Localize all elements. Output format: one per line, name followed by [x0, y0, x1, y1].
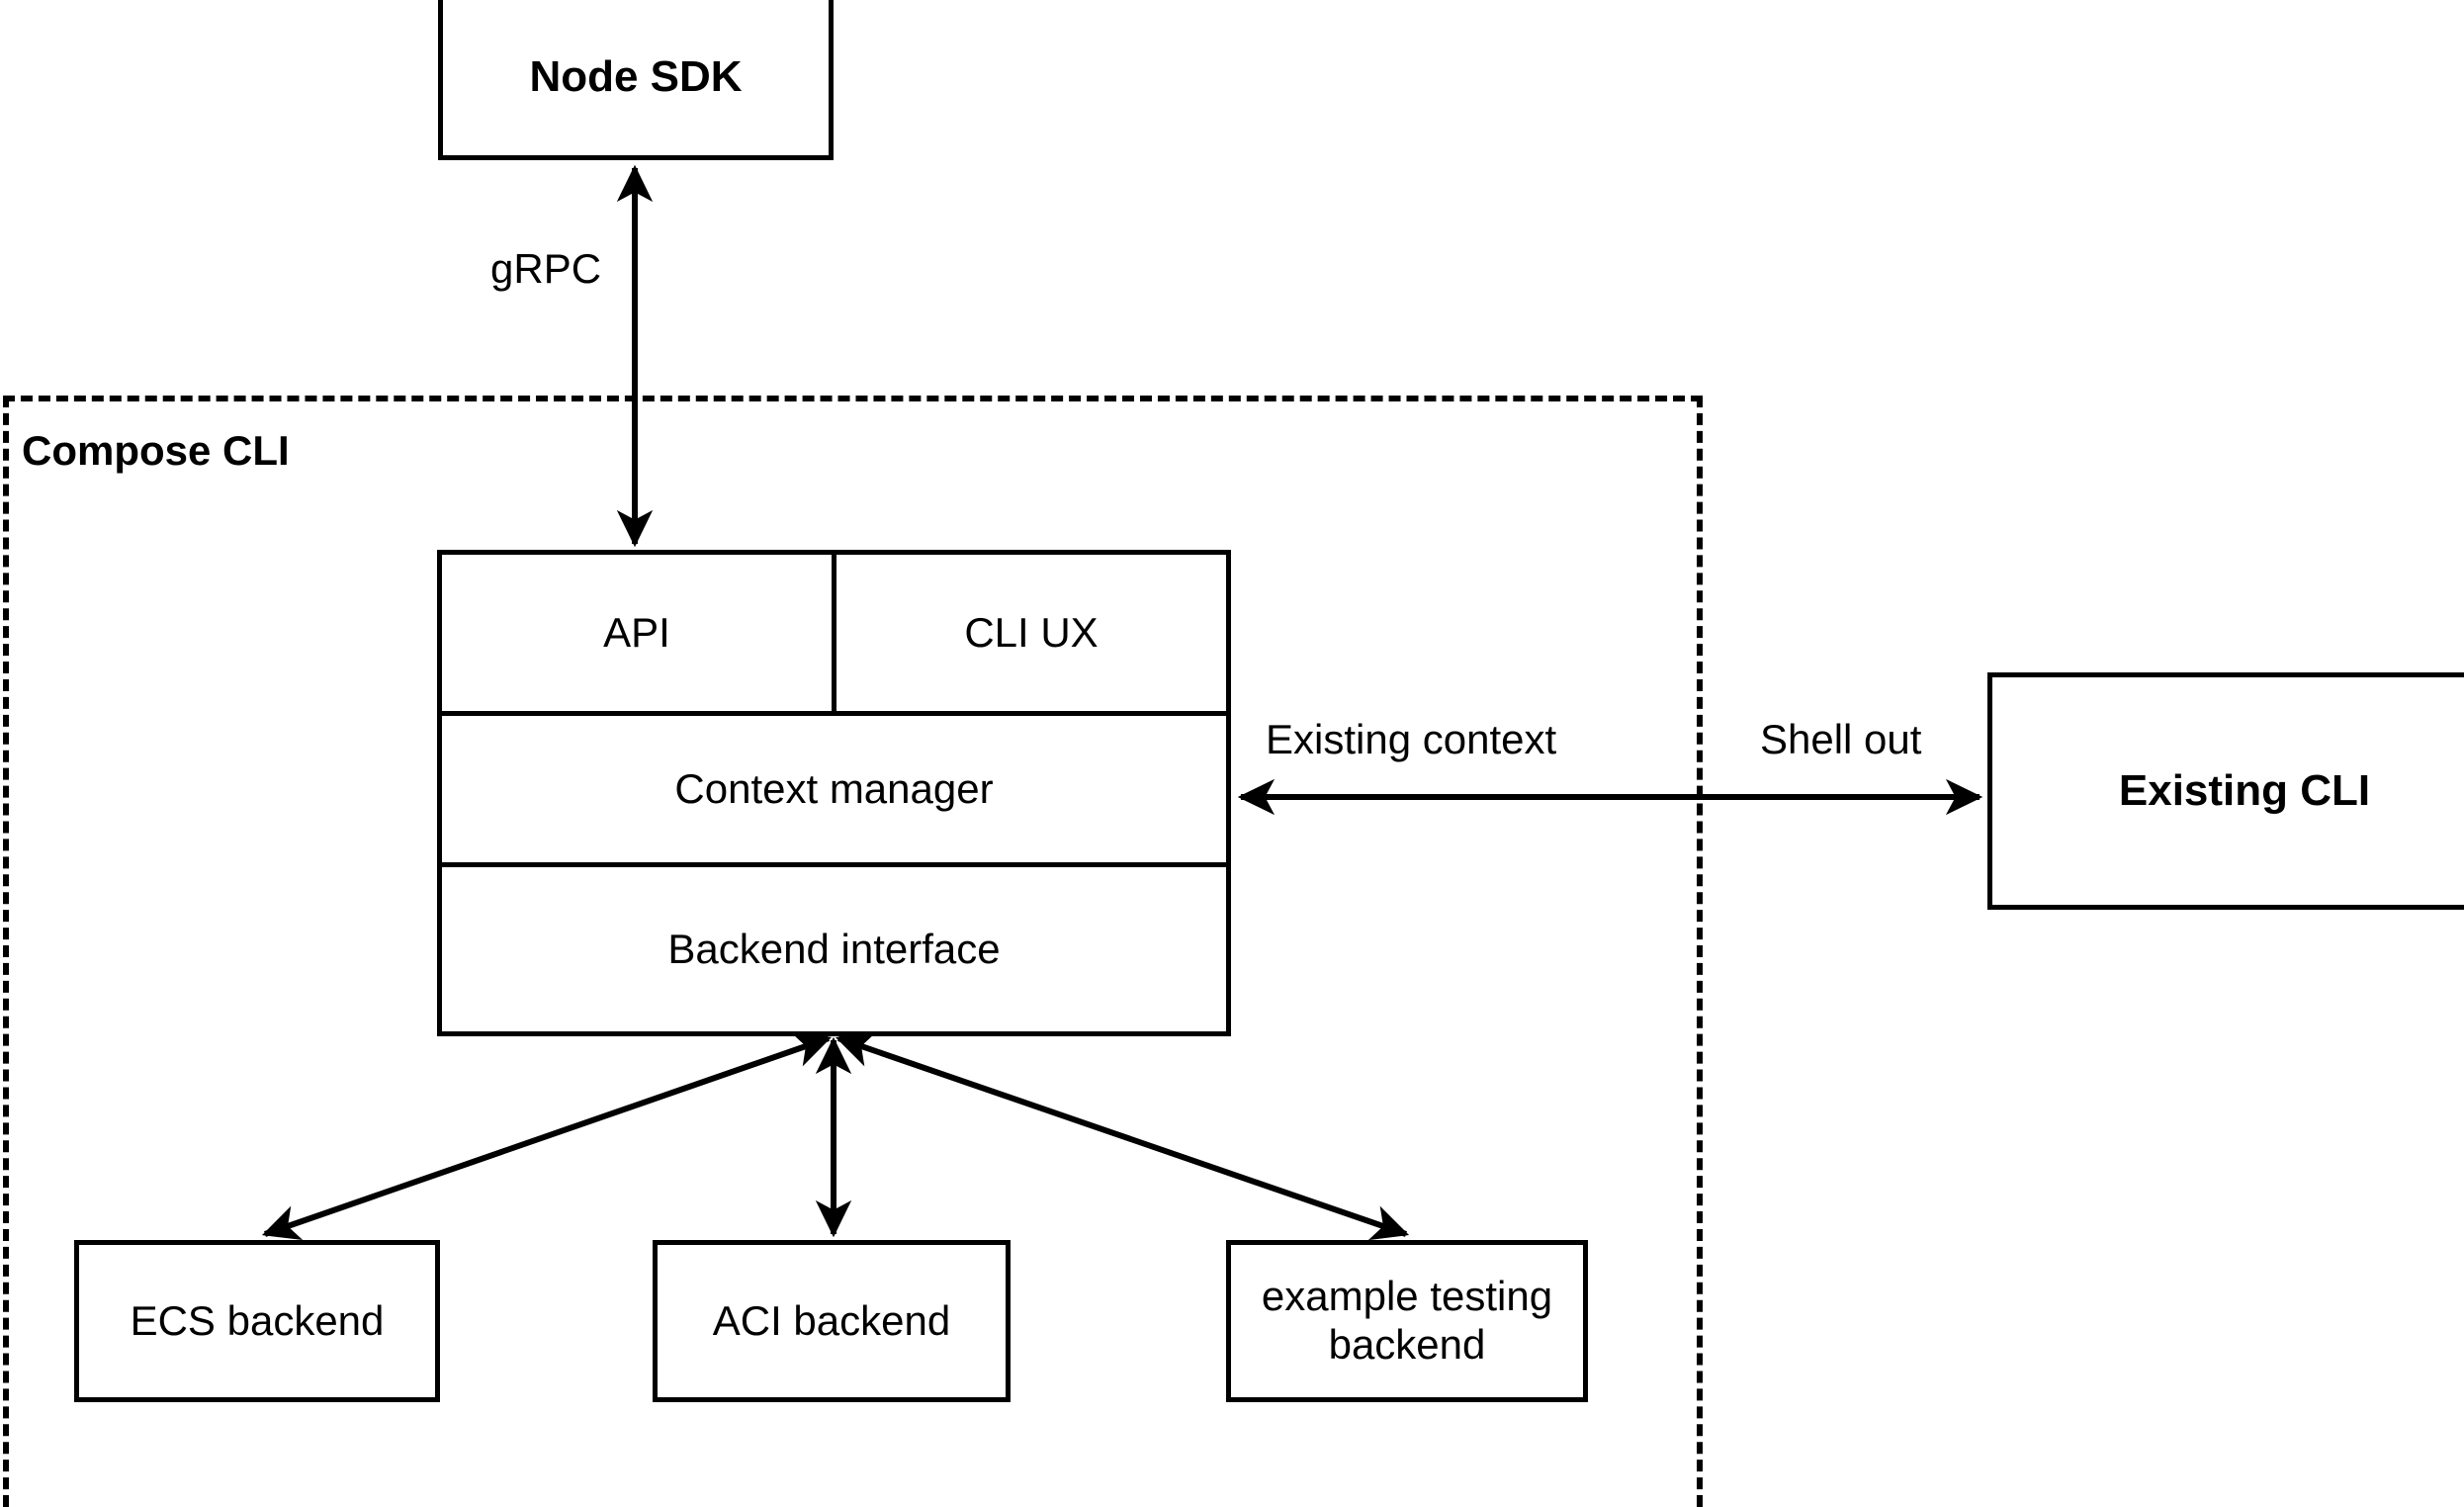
- example-testing-backend-line1: example testing: [1261, 1273, 1553, 1320]
- example-testing-backend-line2: backend: [1328, 1321, 1486, 1368]
- compose-cli-group-boundary: [3, 396, 1703, 1507]
- edge-backend-to-ecs: [261, 1032, 833, 1240]
- aci-backend-box[interactable]: ACI backend: [653, 1240, 1011, 1402]
- edge-backend-to-example: [835, 1031, 1410, 1241]
- node-sdk-label: Node SDK: [529, 52, 743, 102]
- aci-backend-label: ACI backend: [712, 1296, 951, 1344]
- existing-cli-label: Existing CLI: [2118, 766, 2371, 816]
- backend-interface-label: Backend interface: [667, 925, 1001, 972]
- compose-cli-stack: API CLI UX Context manager Backend inter…: [437, 550, 1231, 1036]
- edge-label-existing-context: Existing context: [1266, 716, 1557, 762]
- context-manager-cell[interactable]: Context manager: [442, 716, 1226, 867]
- existing-cli-box[interactable]: Existing CLI: [1987, 672, 2464, 910]
- cli-ux-cell[interactable]: CLI UX: [836, 555, 1226, 711]
- ecs-backend-label: ECS backend: [130, 1296, 385, 1344]
- compose-cli-group-label: Compose CLI: [22, 427, 290, 474]
- backend-interface-cell[interactable]: Backend interface: [442, 867, 1226, 1031]
- context-manager-label: Context manager: [674, 764, 994, 812]
- edge-label-shell-out: Shell out: [1760, 716, 1922, 762]
- cli-ux-label: CLI UX: [964, 608, 1099, 656]
- edge-label-grpc: gRPC: [490, 245, 602, 292]
- node-sdk-box[interactable]: Node SDK: [438, 0, 834, 160]
- stack-row-api-cliux: API CLI UX: [442, 555, 1226, 716]
- api-cell[interactable]: API: [442, 555, 836, 711]
- ecs-backend-box[interactable]: ECS backend: [74, 1240, 440, 1402]
- api-label: API: [603, 608, 670, 656]
